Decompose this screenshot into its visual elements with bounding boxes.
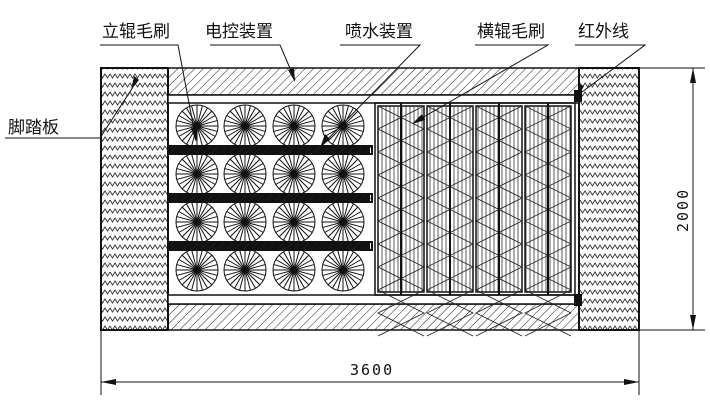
vertical-brush [175,104,219,148]
right-foot-board [578,67,640,331]
vertical-brush [223,152,267,196]
label-electric-control: 电控装置 [205,22,273,42]
top-wall [167,67,580,96]
brush-shaft-overlay [169,241,373,251]
horizontal-roller [426,103,474,337]
vertical-brush [175,248,219,292]
vertical-brush [272,200,316,244]
vertical-brush [272,104,316,148]
vertical-brush [223,104,267,148]
label-foot-board: 脚踏板 [8,118,59,138]
brush-shaft-overlay [169,145,373,155]
leader-arrows [131,68,584,148]
vertical-brush [321,104,365,148]
infrared-sensor-top [574,90,582,102]
vertical-brush-zone [169,104,373,292]
width-dimension [100,330,640,395]
label-vertical-brush: 立辊毛刷 [102,22,170,42]
brush-shaft-overlay [169,193,373,203]
vertical-brush [223,248,267,292]
vertical-brush [321,248,365,292]
horizontal-rollers [377,103,572,337]
horizontal-roller-zone [374,102,576,296]
vertical-brush [175,200,219,244]
label-horizontal-brush: 横辊毛刷 [477,22,545,42]
horizontal-roller [377,103,425,337]
vertical-brush [321,152,365,196]
infrared-sensor-bottom [574,294,582,306]
vertical-brush [223,200,267,244]
vertical-brush [272,248,316,292]
vertical-brush [175,152,219,196]
dimension-height-text: 2000 [674,188,692,232]
vertical-brush [321,200,365,244]
bottom-rail [167,294,580,305]
label-spray-device: 喷水装置 [345,22,413,42]
horizontal-roller [524,103,572,337]
bottom-wall [167,303,580,331]
left-foot-board [100,67,169,331]
vertical-brush [272,152,316,196]
label-infrared: 红外线 [578,22,629,42]
dimension-width-text: 3600 [350,361,394,379]
height-dimension [639,67,705,331]
top-rail [167,94,580,104]
leader-lines [5,44,647,146]
horizontal-roller [475,103,523,337]
